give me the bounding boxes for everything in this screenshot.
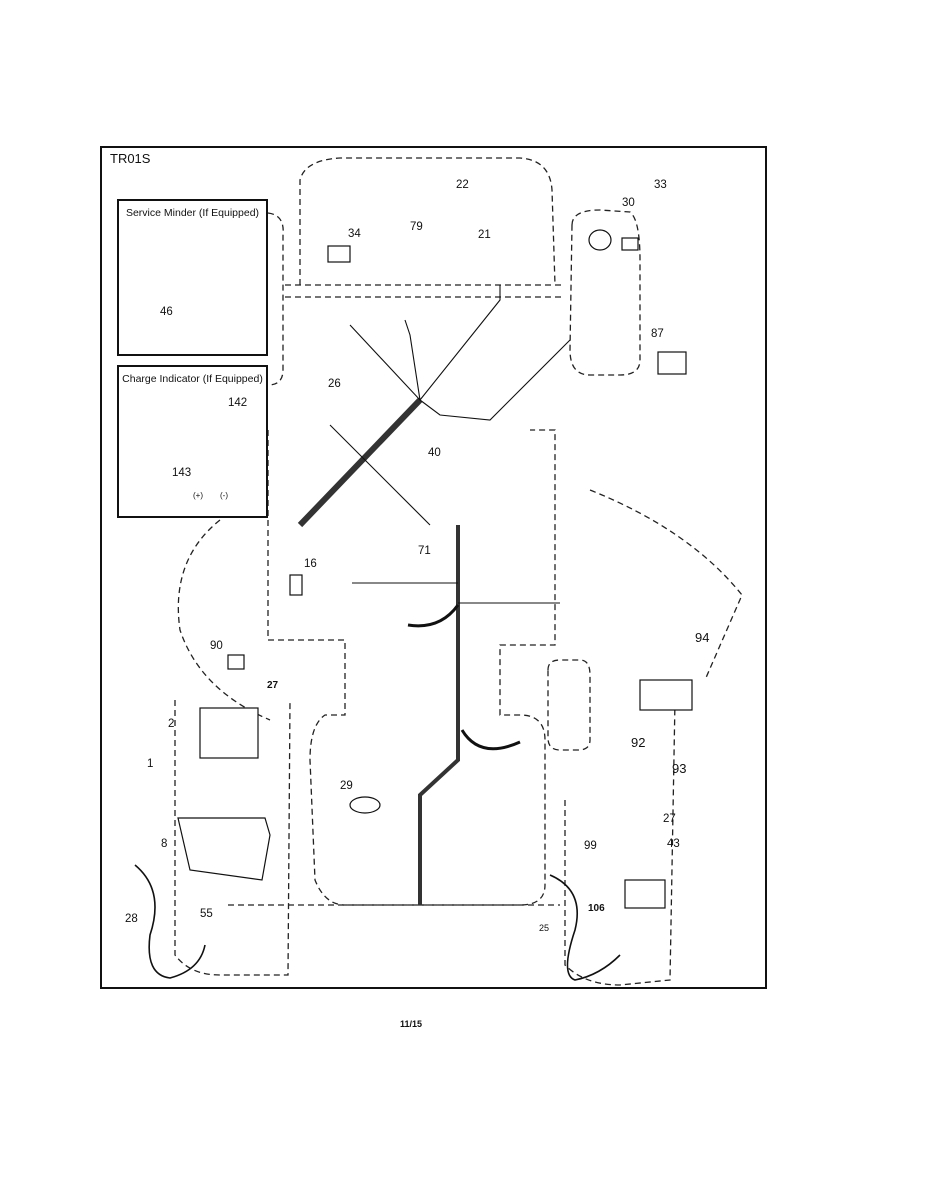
ground-cable bbox=[460, 729, 521, 751]
callout-22: 22 bbox=[456, 179, 469, 191]
seat-arc bbox=[177, 519, 271, 721]
callout-25: 25 bbox=[539, 923, 550, 933]
callout-143: 143 bbox=[172, 467, 192, 479]
service-minder-title: Service Minder (If Equipped) bbox=[125, 207, 260, 219]
relay-33 bbox=[621, 237, 639, 251]
harness-71-trunk bbox=[418, 525, 460, 905]
callout-142: 142 bbox=[228, 397, 248, 409]
switch-34 bbox=[327, 245, 351, 263]
terminal-negative: (-) bbox=[220, 491, 228, 500]
ignition-30 bbox=[588, 229, 612, 251]
page-number: 11/15 bbox=[400, 1019, 423, 1029]
callout-2: 2 bbox=[168, 718, 175, 730]
callout-93: 93 bbox=[672, 761, 687, 776]
module-94 bbox=[639, 679, 693, 711]
callout-55: 55 bbox=[200, 908, 213, 920]
callout-30: 30 bbox=[622, 197, 635, 209]
callout-34: 34 bbox=[348, 228, 361, 240]
callout-40: 40 bbox=[428, 447, 441, 459]
right-pod bbox=[569, 209, 641, 376]
callout-79: 79 bbox=[410, 221, 423, 233]
diagram-frame bbox=[100, 146, 767, 989]
callout-27-solenoid: 27 bbox=[663, 813, 676, 825]
cable-28 bbox=[134, 864, 206, 979]
body-outline bbox=[267, 429, 556, 906]
horn-29 bbox=[349, 796, 381, 814]
solenoid-43 bbox=[624, 879, 666, 909]
battery-tray-8 bbox=[177, 817, 271, 881]
cable-25 bbox=[549, 874, 621, 981]
harness-40-main bbox=[297, 397, 423, 528]
callout-16: 16 bbox=[304, 558, 317, 570]
diagram-code: TR01S bbox=[110, 151, 151, 166]
charge-indicator-title: Charge Indicator (If Equipped) bbox=[122, 373, 263, 385]
charge-indicator-inset: Charge Indicator (If Equipped) bbox=[117, 365, 268, 518]
callout-90: 90 bbox=[210, 640, 223, 652]
callout-71: 71 bbox=[418, 545, 431, 557]
connector-90 bbox=[227, 654, 245, 670]
callout-43: 43 bbox=[667, 838, 680, 850]
callout-33: 33 bbox=[654, 179, 667, 191]
shift-slot bbox=[547, 659, 591, 751]
right-tray bbox=[564, 699, 676, 986]
battery-1 bbox=[199, 707, 259, 759]
hood-outline bbox=[299, 157, 556, 286]
service-minder-inset: Service Minder (If Equipped) bbox=[117, 199, 268, 356]
relay-87 bbox=[657, 351, 687, 375]
callout-106: 106 bbox=[588, 903, 605, 914]
callout-28: 28 bbox=[125, 913, 138, 925]
callout-99: 99 bbox=[584, 840, 597, 852]
callout-27-battery: 27 bbox=[267, 680, 279, 691]
callout-87: 87 bbox=[651, 328, 664, 340]
left-pod bbox=[267, 212, 284, 386]
dash-band bbox=[285, 284, 565, 298]
connector-16 bbox=[289, 574, 303, 596]
fender-right bbox=[589, 489, 743, 681]
callout-21: 21 bbox=[478, 229, 491, 241]
callout-26: 26 bbox=[328, 378, 341, 390]
harness-40-branch bbox=[329, 424, 431, 526]
callout-92: 92 bbox=[631, 735, 646, 750]
callout-46: 46 bbox=[160, 306, 173, 318]
callout-8: 8 bbox=[161, 838, 168, 850]
callout-94: 94 bbox=[695, 630, 710, 645]
battery-cable bbox=[407, 604, 460, 628]
callout-1: 1 bbox=[147, 758, 154, 770]
callout-29: 29 bbox=[340, 780, 353, 792]
terminal-positive: (+) bbox=[193, 491, 203, 500]
harness-40-stubs bbox=[349, 285, 571, 421]
left-tray bbox=[174, 699, 291, 976]
